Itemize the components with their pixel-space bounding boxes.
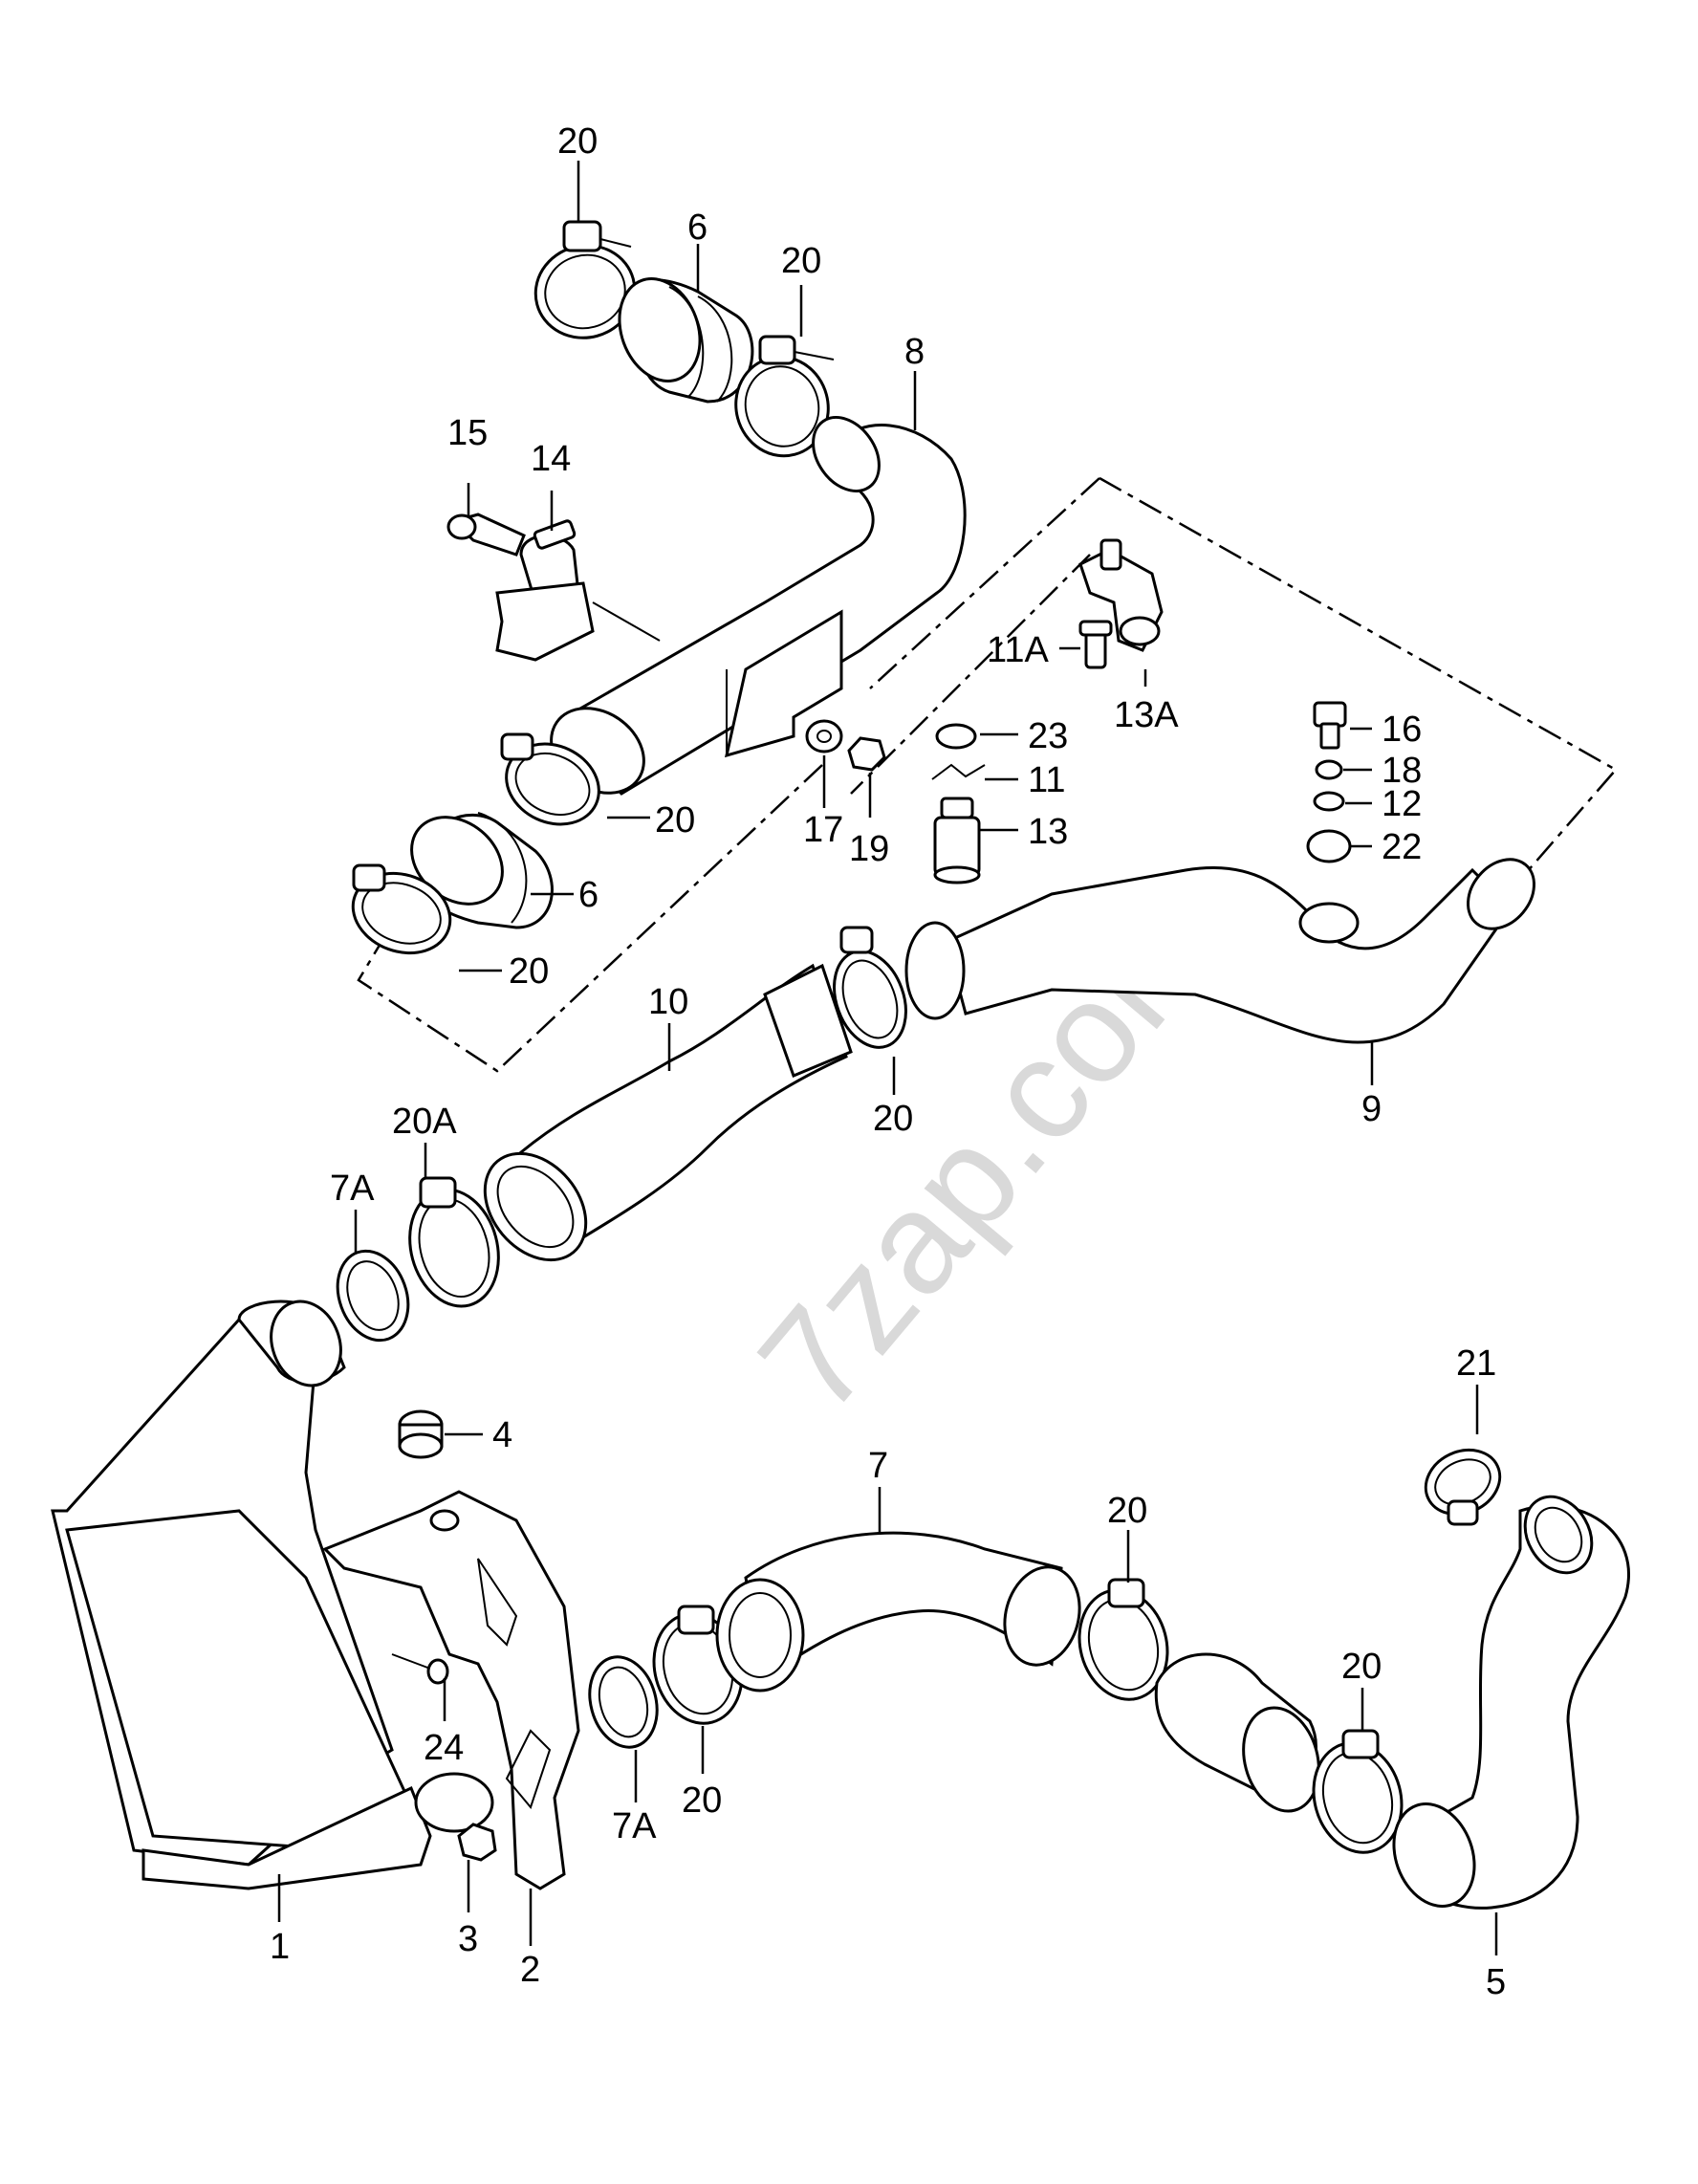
hose-coupling-mid[interactable] (394, 799, 554, 929)
label-5: 5 (1486, 1962, 1506, 2002)
charge-air-hose-5[interactable] (1381, 1485, 1630, 1918)
label-20-h: 20 (682, 1780, 722, 1821)
label-15: 15 (447, 413, 488, 453)
label-8: 8 (904, 332, 925, 372)
label-7: 7 (868, 1446, 888, 1486)
label-20-e: 20 (873, 1099, 913, 1139)
label-20A: 20A (392, 1102, 457, 1142)
charge-air-pipe-upper[interactable] (534, 404, 967, 810)
temperature-sensor-13[interactable] (933, 797, 981, 885)
nut-19[interactable] (847, 736, 886, 772)
label-2: 2 (520, 1950, 540, 1990)
label-6-mid: 6 (578, 875, 599, 915)
o-ring-7A-bottom[interactable] (580, 1649, 667, 1755)
label-18: 18 (1382, 751, 1422, 791)
intercooler-1[interactable] (51, 1292, 494, 1890)
label-13A: 13A (1114, 695, 1179, 735)
label-20-g: 20 (1341, 1647, 1382, 1687)
label-22: 22 (1382, 827, 1422, 867)
vacuum-valve-14[interactable] (495, 519, 661, 662)
label-17: 17 (803, 810, 843, 850)
washer-18[interactable] (1315, 759, 1343, 780)
label-4: 4 (492, 1415, 512, 1455)
hose-coupling-top[interactable] (606, 268, 754, 404)
o-ring-7A-top[interactable] (326, 1241, 421, 1350)
hose-coupling-lower[interactable] (1154, 1652, 1330, 1820)
hose-clamp-21[interactable] (1415, 1438, 1511, 1526)
charge-air-hose-7[interactable] (715, 1531, 1090, 1693)
charge-air-hose-10[interactable] (465, 963, 853, 1279)
washer-12[interactable] (1313, 791, 1345, 812)
clip-11[interactable] (931, 763, 986, 780)
label-16: 16 (1382, 710, 1422, 750)
rubber-mount-4[interactable] (398, 1409, 444, 1459)
bolt-11A[interactable] (1078, 620, 1113, 669)
label-23: 23 (1028, 716, 1068, 756)
hose-clamp-top-right[interactable] (725, 335, 839, 467)
hose-clamp-20A[interactable] (397, 1176, 511, 1317)
grommet-22[interactable] (1306, 829, 1352, 863)
hose-clamp-lower-right[interactable] (1302, 1729, 1414, 1863)
label-11: 11 (1028, 760, 1065, 800)
bolt-16[interactable] (1313, 701, 1347, 750)
label-7A-top: 7A (330, 1168, 375, 1209)
label-20-d: 20 (509, 951, 549, 992)
nut-3[interactable] (457, 1823, 497, 1862)
label-20-b: 20 (781, 241, 821, 281)
label-6-top: 6 (687, 207, 708, 248)
hose-clamp-mid-upper[interactable] (493, 730, 612, 840)
label-12: 12 (1382, 784, 1422, 824)
label-20-f: 20 (1107, 1491, 1147, 1531)
label-13: 13 (1028, 812, 1068, 852)
label-1: 1 (270, 1927, 290, 1967)
leader-lines (277, 161, 1498, 1955)
charge-air-pipe-9[interactable] (904, 846, 1548, 1044)
label-14: 14 (531, 439, 571, 479)
part-labels: 20 6 20 8 15 14 11A 13A 23 11 13 17 19 2… (270, 121, 1506, 2002)
label-20-top: 20 (557, 121, 598, 162)
label-7A-bottom: 7A (612, 1806, 657, 1846)
label-9: 9 (1361, 1089, 1382, 1129)
pressure-sensor-13A[interactable] (1078, 538, 1164, 652)
label-19: 19 (849, 829, 889, 869)
rivet-24[interactable] (391, 1653, 449, 1685)
bracket-2[interactable] (322, 1490, 580, 1890)
label-24: 24 (424, 1728, 464, 1768)
o-ring-23[interactable] (935, 723, 977, 750)
label-11A: 11A (987, 630, 1049, 670)
label-3: 3 (458, 1919, 478, 1959)
hose-clamp-mid-lower[interactable] (341, 861, 461, 967)
label-10: 10 (648, 982, 688, 1022)
washer-17[interactable] (805, 719, 843, 753)
label-21: 21 (1456, 1343, 1496, 1384)
label-20-c: 20 (655, 800, 695, 841)
hose-clamp-lower-mid[interactable] (1068, 1578, 1180, 1710)
bolt-15[interactable] (446, 513, 526, 557)
hose-clamp-10[interactable] (821, 926, 918, 1058)
hose-clamp-top-left[interactable] (525, 220, 644, 349)
